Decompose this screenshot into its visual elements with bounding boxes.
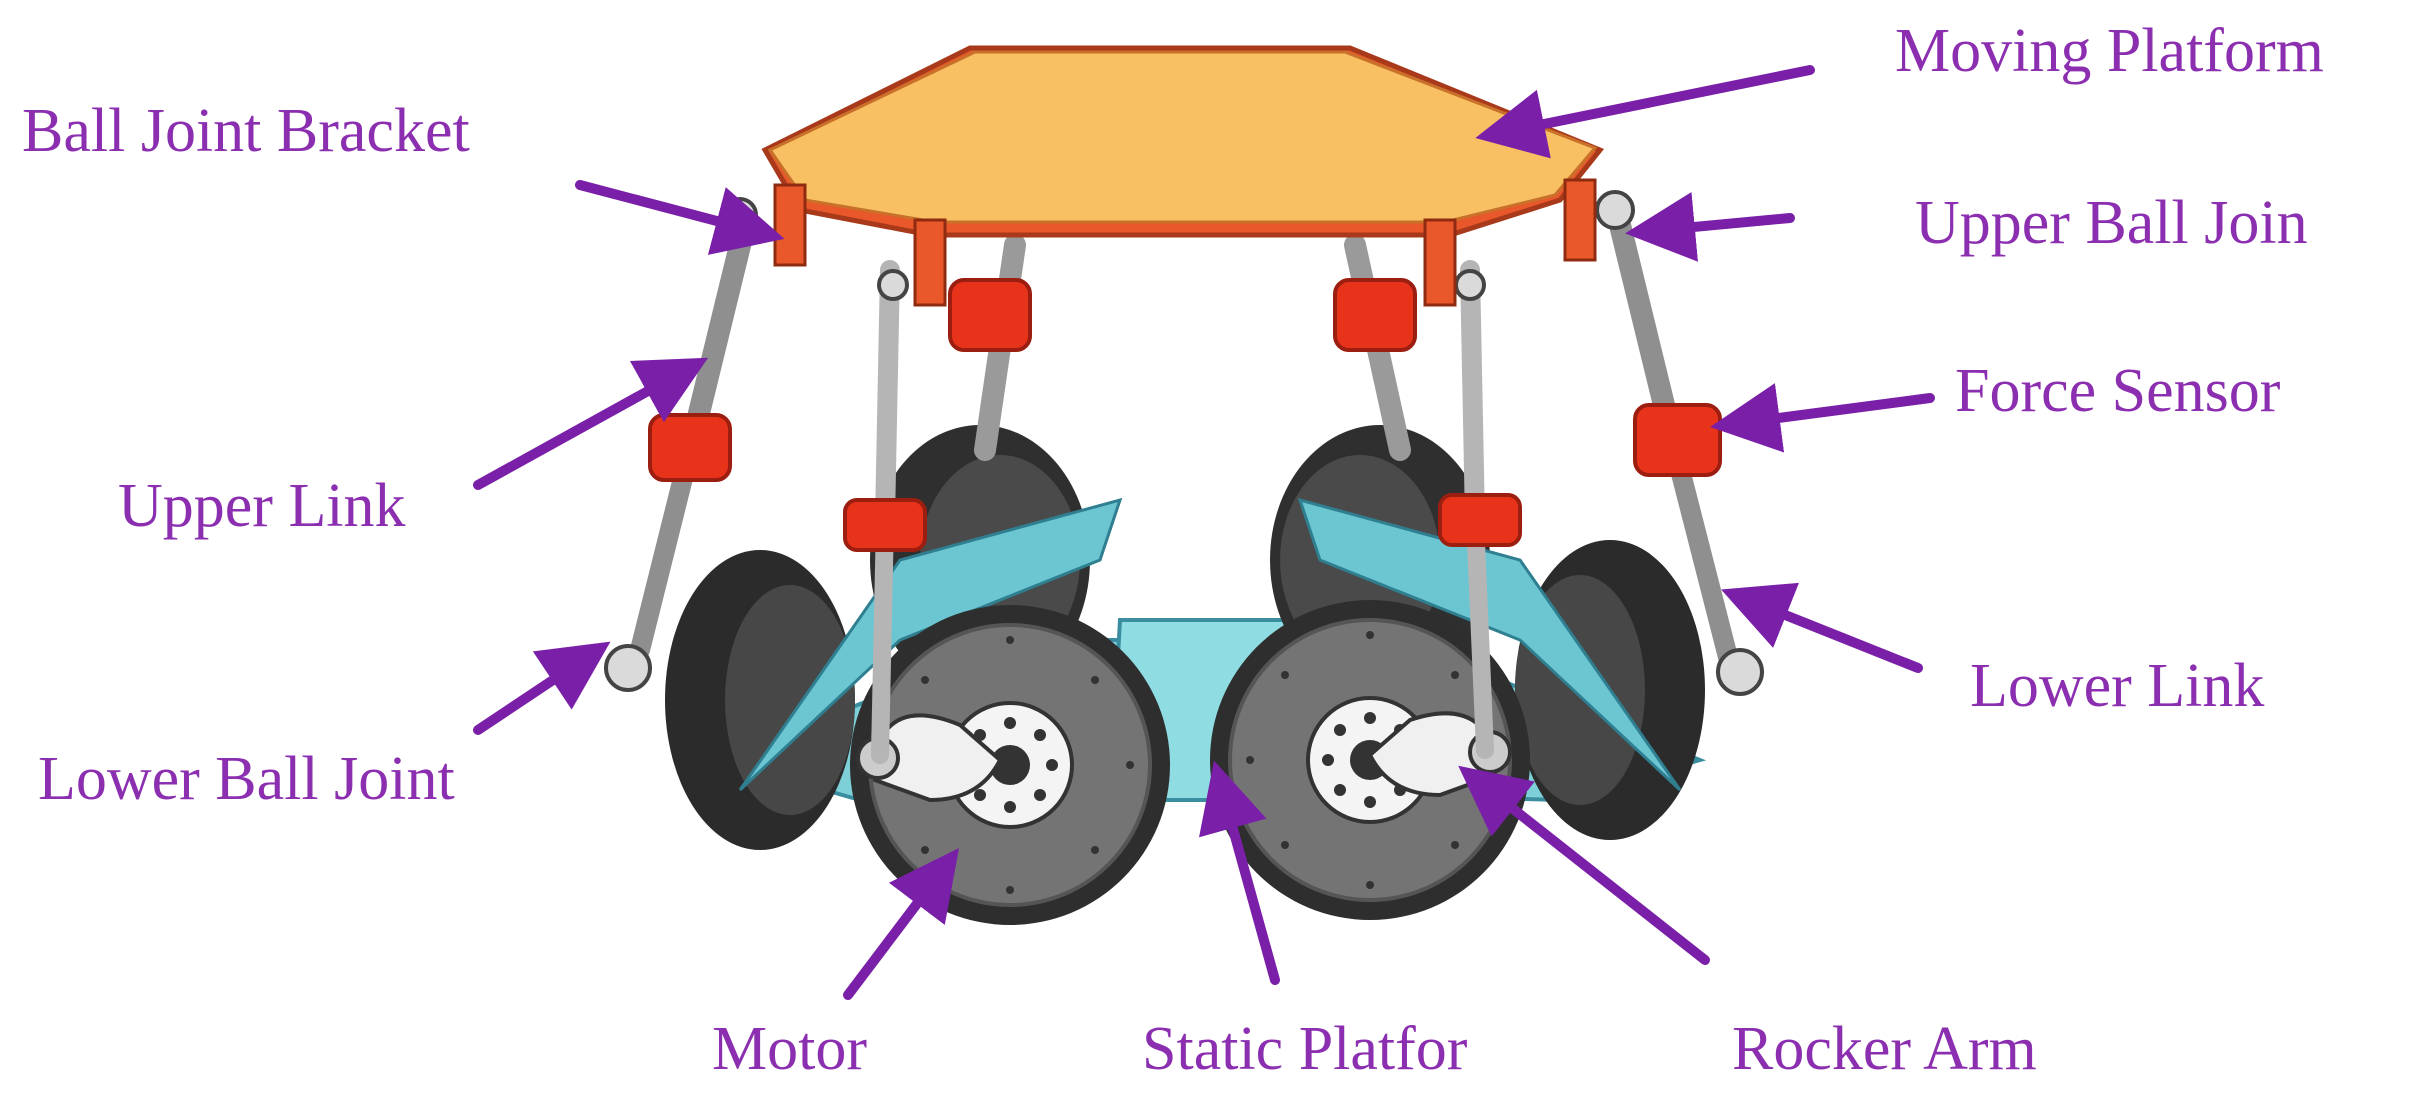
arrow-static-platform (1199, 760, 1280, 985)
arrow-ball-joint-bracket (575, 180, 785, 255)
label-motor: Motor (712, 1015, 867, 1083)
label-upper-link: Upper Link (118, 472, 406, 540)
side-wheel-left (665, 550, 855, 850)
label-ball-joint-bracket: Ball Joint Bracket (22, 97, 470, 165)
arrow-motor (843, 848, 960, 1000)
label-lower-ball-joint: Lower Ball Joint (38, 745, 455, 813)
label-upper-ball-joint: Upper Ball Join (1915, 189, 2308, 257)
arrow-force-sensor (1710, 383, 1935, 453)
arrow-lower-ball-joint (473, 641, 611, 735)
arrow-moving-platform (1475, 65, 1815, 159)
force-sensors (648, 278, 1722, 552)
moving-platform (761, 45, 1605, 307)
label-force-sensor: Force Sensor (1955, 357, 2281, 425)
arrow-rocker-arm (1458, 765, 1710, 965)
label-rocker-arm: Rocker Arm (1732, 1015, 2037, 1083)
motor-right (1210, 600, 1530, 920)
callout-arrows (473, 65, 1935, 1000)
label-static-platform: Static Platfor (1142, 1015, 1468, 1083)
label-moving-platform: Moving Platform (1895, 17, 2324, 85)
arrow-lower-link (1721, 582, 1923, 673)
label-lower-link: Lower Link (1970, 652, 2265, 720)
arrow-upper-link (473, 357, 709, 490)
motor-left (850, 605, 1170, 925)
arrow-upper-ball-joint (1625, 192, 1795, 262)
